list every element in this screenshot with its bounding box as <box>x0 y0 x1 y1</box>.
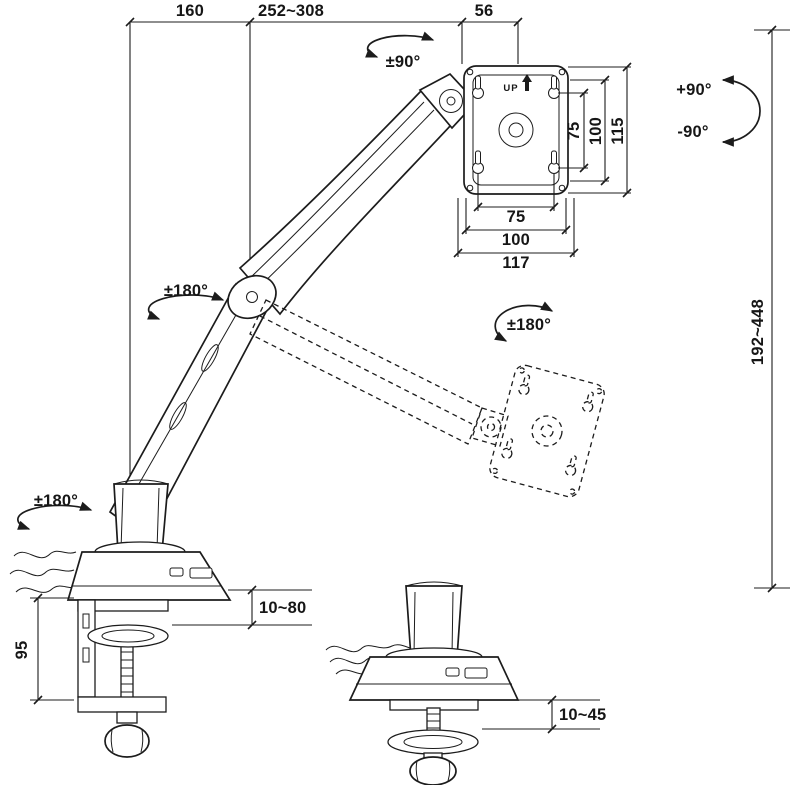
dim-160-label: 160 <box>176 2 204 20</box>
rotation-pm180-vesa-label: ±180° <box>507 316 551 334</box>
monitor-arm <box>108 72 478 553</box>
base-pedestal <box>66 551 232 601</box>
clamp-bottom-arm <box>77 696 167 713</box>
vesa-dimension-right: 75 100 115 <box>558 62 632 198</box>
dim-75-horizontal-label: 75 <box>507 208 526 226</box>
vesa-dimension-bottom: 75 100 117 <box>453 174 579 272</box>
vesa-rotation-annotation: ±180° <box>494 301 554 342</box>
dim-10-45-label: 10~45 <box>559 706 606 724</box>
grommet-bracket-pad <box>387 729 479 755</box>
phantom-vesa-plate <box>489 364 605 498</box>
rotation-pm180-elbow-label: ±180° <box>164 282 208 300</box>
phantom-arm-position <box>249 299 509 447</box>
dim-100-horizontal-label: 100 <box>502 231 530 249</box>
dim-115-vertical-label: 115 <box>609 117 627 144</box>
usb-port <box>464 667 488 679</box>
clamp-knob <box>104 724 150 758</box>
grommet-knob <box>409 756 457 785</box>
height-range-dimension: 192~448 <box>749 25 790 593</box>
dim-75-vertical-label: 75 <box>565 122 583 141</box>
usb-port <box>445 667 460 677</box>
usb-port <box>189 567 213 579</box>
desk-clamp-mount <box>66 541 232 758</box>
clamp-range-dimension: 10~80 <box>172 585 312 630</box>
dim-height-range-label: 192~448 <box>749 299 767 365</box>
dim-56-label: 56 <box>475 2 494 20</box>
grommet-range-dimension: 10~45 <box>482 695 606 734</box>
up-arrow-icon <box>522 74 532 91</box>
grommet-mount <box>348 581 520 785</box>
top-dimension-extension-lines <box>129 22 519 548</box>
tilt-rotation-annotation: +90° -90° <box>676 75 761 147</box>
rotation-plus90-label: +90° <box>676 81 711 99</box>
cable-left <box>9 550 79 593</box>
base-rotation-annotation: ±180° <box>17 492 93 530</box>
dim-10-80-label: 10~80 <box>259 599 306 617</box>
dim-252-308-label: 252~308 <box>258 2 324 20</box>
vesa-up-label: UP <box>503 83 518 94</box>
clamp-foot-pad <box>87 624 169 648</box>
rotation-pm90-label: ±90° <box>386 53 421 71</box>
rotation-pm180-base-label: ±180° <box>34 492 78 510</box>
dim-95-label: 95 <box>13 641 31 660</box>
top-dimension-lines: 160 252~308 56 <box>125 2 523 27</box>
usb-port <box>169 567 184 577</box>
dim-100-vertical-label: 100 <box>587 117 605 145</box>
rotation-minus90-label: -90° <box>677 123 708 141</box>
clamp-height-dimension: 95 <box>13 593 74 705</box>
vesa-plate-front: UP <box>463 65 569 195</box>
elbow-rotation-annotation: ±180° <box>147 282 225 320</box>
grommet-base <box>348 656 520 701</box>
dim-117-horizontal-label: 117 <box>502 254 529 272</box>
head-rotation-annotation: ±90° <box>365 31 435 71</box>
